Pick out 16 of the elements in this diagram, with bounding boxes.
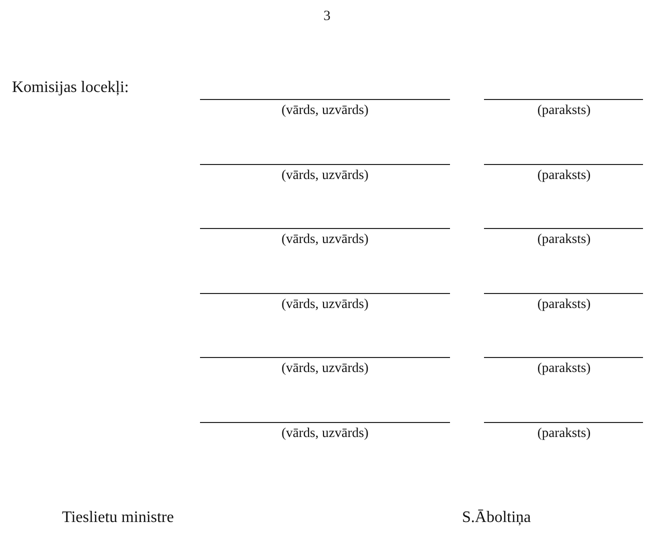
field-caption: (vārds, uzvārds) [282,232,368,246]
field-caption: (paraksts) [537,361,591,375]
signatory-title: Tieslietu ministre [62,510,174,526]
field-caption: (paraksts) [537,232,591,246]
field-caption: (vārds, uzvārds) [282,168,368,182]
field-caption: (vārds, uzvārds) [282,103,368,116]
field-caption: (vārds, uzvārds) [282,296,368,310]
section-label: Komisijas locekļi: [12,80,129,96]
field-caption: (paraksts) [537,426,591,440]
field-caption: (paraksts) [537,103,591,116]
signatory-name: S.Āboltiņa [462,510,531,526]
field-caption: (paraksts) [537,296,591,310]
field-caption: (paraksts) [537,168,591,182]
page-number: 3 [324,10,330,24]
field-caption: (vārds, uzvārds) [282,361,368,375]
field-caption: (vārds, uzvārds) [282,426,368,440]
